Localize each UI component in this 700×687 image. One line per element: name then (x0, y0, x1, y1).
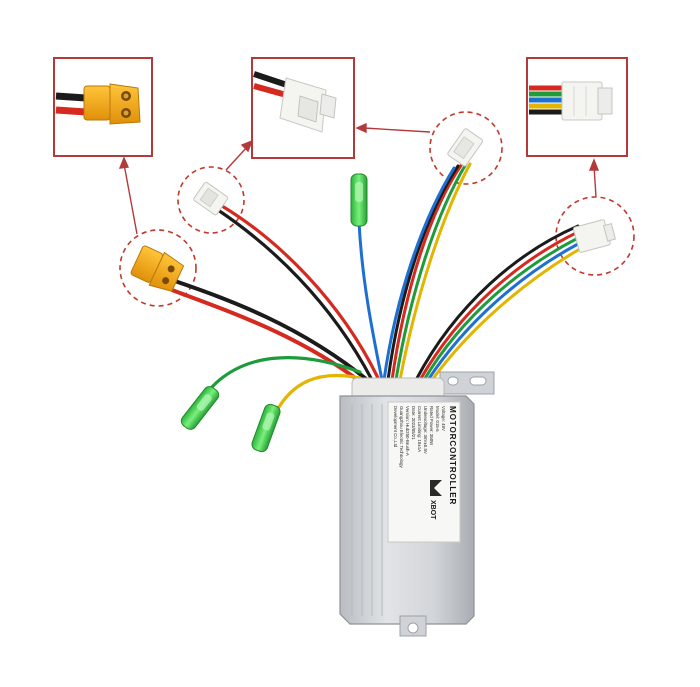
wire-harness (170, 162, 580, 422)
motor-controller (339, 371, 495, 637)
2pin-connector (193, 181, 229, 216)
label-title: MOTORCONTROLLER (448, 406, 457, 505)
circle-2pin-connector (177, 166, 245, 234)
green-terminal-top (350, 173, 368, 227)
label-line-6: Date: 2023/05/21 (411, 406, 416, 440)
label-line-4: Undervoltage: 36V±0.5V (423, 406, 428, 454)
green-terminal-left (180, 386, 220, 430)
green-terminal-middle (251, 403, 281, 453)
label-line-3: Rated Power: 350W (429, 406, 434, 446)
brand-name: XBOT (429, 500, 436, 520)
circle-multipin-connector (555, 196, 635, 276)
label-line-5: Current Limiting: 18±1A (417, 406, 422, 452)
circle-power-connector (119, 229, 197, 307)
label-line-8: Guangzhou Electric Technology (399, 406, 404, 468)
label-line-7: Version: Hub250-Brush-A (405, 406, 410, 456)
controller-label: MOTORCONTROLLER Voltage: 48V Model: 015-… (393, 406, 457, 505)
multipin-connector (573, 219, 617, 253)
brand-logo: XBOT (429, 480, 442, 520)
label-line-2: Model: 015-6 (435, 406, 440, 432)
label-line-1: Voltage: 48V (441, 406, 446, 431)
label-line-9: Development Co.,Ltd (393, 406, 398, 448)
zoom-box-2pin-connector (251, 57, 355, 159)
xt60-connector (130, 245, 185, 292)
circle-hall-connector (429, 111, 503, 185)
pointer-arrows (118, 122, 600, 235)
zoom-box-multipin-connector (526, 57, 628, 157)
zoom-box-power-connector (53, 57, 153, 157)
highlight-circles (119, 111, 635, 307)
hall-connector (447, 128, 484, 167)
